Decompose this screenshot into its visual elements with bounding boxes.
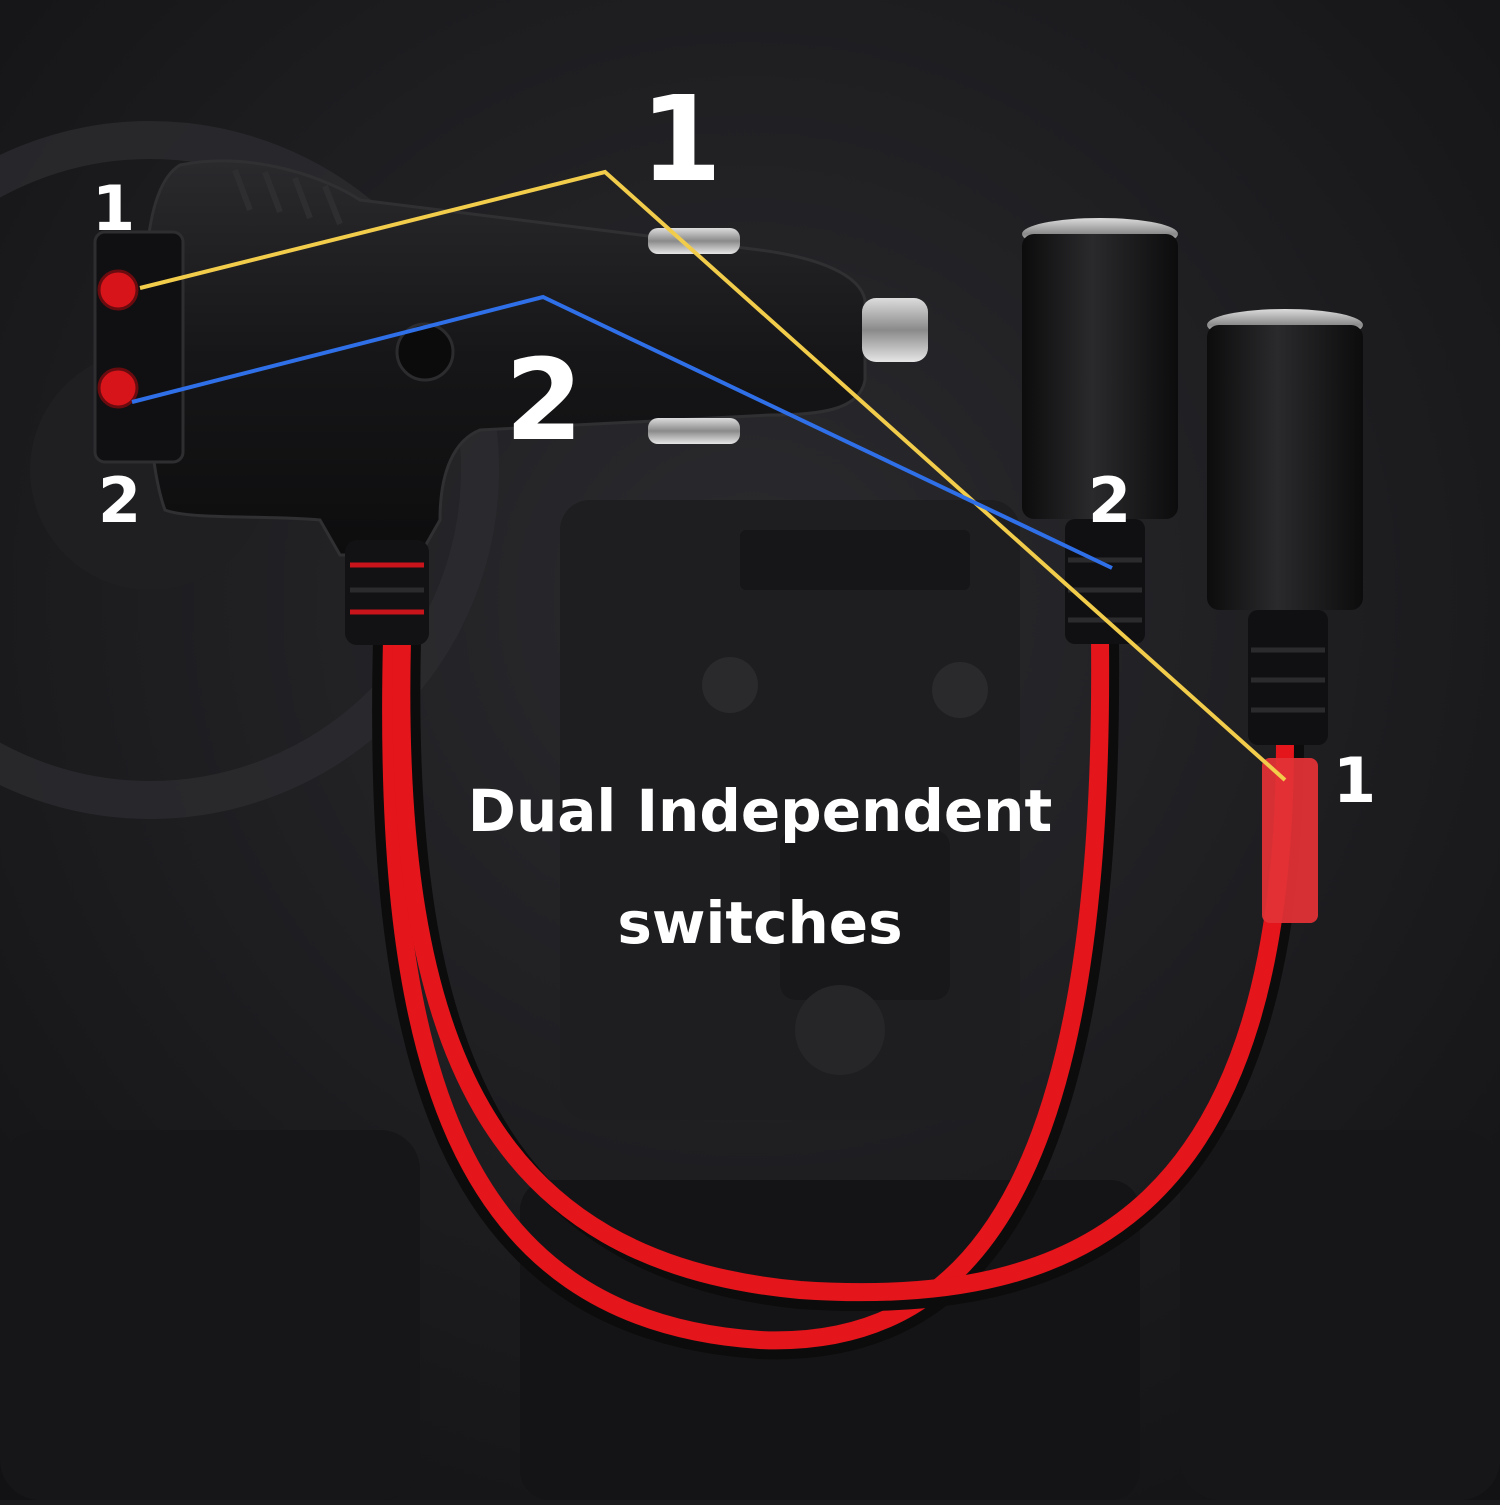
callout-line-2: [131, 294, 1113, 570]
steering-wheel-silhouette: [0, 121, 499, 819]
console-knob-left: [702, 657, 758, 713]
callout-label-2: 2: [505, 336, 583, 466]
socket-2-label: 2: [1088, 464, 1132, 537]
switch-1-label: 1: [92, 172, 136, 245]
switch-button-1: [97, 269, 139, 311]
feature-caption: Dual Independent switches: [380, 755, 1140, 979]
switch-2-label: 2: [98, 464, 142, 537]
plug-side-clip-bottom: [648, 418, 740, 444]
plug-side-clip-top: [648, 228, 740, 254]
seat-right: [1180, 1130, 1500, 1500]
console-screen: [740, 530, 970, 590]
cable-to-socket-2: [372, 631, 1120, 1360]
socket-2: [1022, 218, 1178, 644]
plug-grip-ridges: [232, 168, 343, 226]
switch-button-2: [97, 367, 139, 409]
console-dial: [795, 985, 885, 1075]
cigarette-lighter-plug: [93, 159, 928, 645]
seat-left: [0, 1130, 420, 1500]
plug-metal-tip: [862, 298, 928, 362]
caption-line-1: Dual Independent: [467, 777, 1053, 845]
plug-strain-relief: [345, 540, 429, 645]
heat-shrink-sleeve: [1262, 758, 1318, 923]
console-knob-right: [932, 662, 988, 718]
switch-panel: [93, 230, 185, 464]
cable-to-socket-1: [392, 631, 1304, 1312]
gear-area: [780, 830, 950, 1000]
callout-label-1: 1: [640, 70, 723, 208]
socket-1-label: 1: [1333, 744, 1377, 817]
plug-screw: [395, 322, 455, 382]
caption-line-2: switches: [617, 889, 903, 957]
callout-line-1: [139, 169, 1287, 782]
socket-1: [1207, 309, 1363, 745]
